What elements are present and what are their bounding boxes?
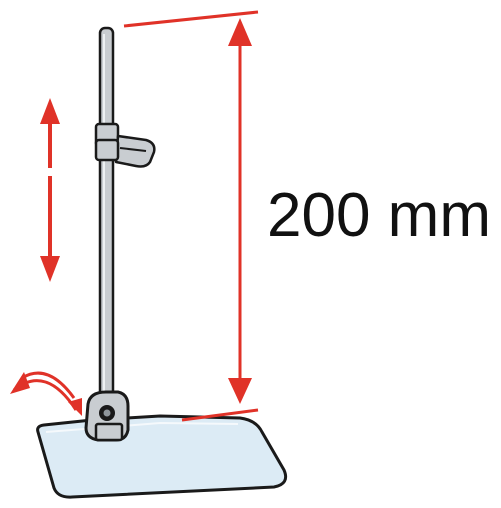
slide-up-down-arrow <box>40 98 60 282</box>
dimension-label: 200 mm <box>267 181 491 250</box>
vertical-rod <box>98 26 115 426</box>
sliding-holder <box>94 122 156 168</box>
base-plate <box>36 414 288 499</box>
height-dimension <box>123 10 259 422</box>
rotate-arrow <box>10 371 82 416</box>
base-clamp <box>84 390 130 442</box>
